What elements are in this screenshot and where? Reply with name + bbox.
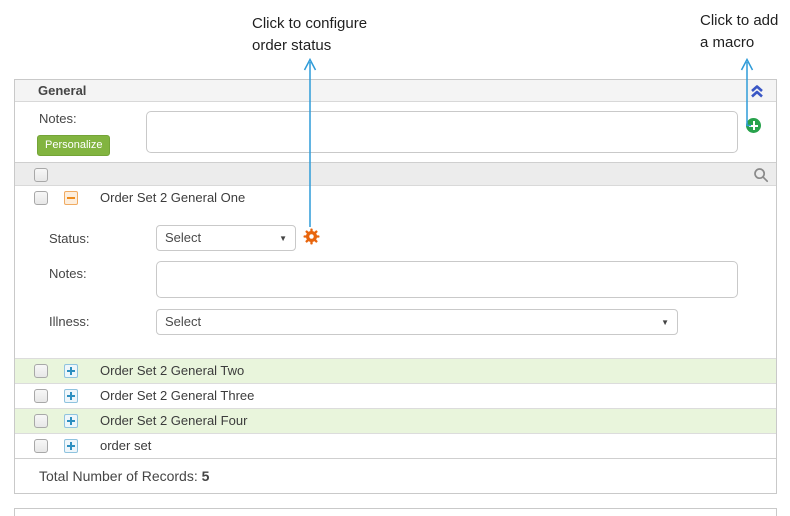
notes-label: Notes:: [39, 111, 77, 126]
personalize-button[interactable]: Personalize: [37, 135, 111, 156]
general-order-set-panel: General Notes: Personalize Order Set 2 G…: [14, 79, 777, 494]
order-set-row-label: Order Set 2 General Four: [100, 413, 248, 428]
order-notes-input[interactable]: [156, 261, 738, 298]
double-chevron-up-icon[interactable]: [749, 84, 765, 98]
blue-plus-square-icon[interactable]: [64, 439, 78, 453]
row-checkbox[interactable]: [34, 364, 48, 378]
annotation-add-macro: Click to add a macro: [700, 10, 778, 54]
order-set-row-label: Order Set 2 General Three: [100, 388, 255, 403]
order-set-expanded-form: Status: Select ▼ Notes: Illness: Select …: [15, 211, 776, 358]
records-summary: Total Number of Records: 5: [15, 458, 776, 493]
records-summary-label: Total Number of Records:: [39, 468, 198, 484]
order-set-row[interactable]: Order Set 2 General Four: [15, 408, 776, 433]
section-header-general[interactable]: General: [15, 80, 776, 102]
order-set-row[interactable]: Order Set 2 General Two: [15, 358, 776, 383]
orange-minus-square-icon[interactable]: [64, 191, 78, 205]
illness-label: Illness:: [49, 314, 90, 329]
green-plus-circle-icon[interactable]: [746, 118, 761, 133]
chevron-down-icon: ▼: [661, 318, 669, 327]
order-set-row-label: Order Set 2 General One: [100, 190, 246, 205]
row-checkbox[interactable]: [34, 389, 48, 403]
annotation-line: Click to configure: [252, 15, 368, 32]
row-checkbox[interactable]: [34, 439, 48, 453]
annotation-line: a macro: [700, 34, 755, 51]
orange-gear-icon[interactable]: [303, 228, 320, 245]
general-notes-section: Notes: Personalize: [15, 102, 776, 162]
order-set-row-label: Order Set 2 General Two: [100, 363, 245, 378]
row-checkbox[interactable]: [34, 191, 48, 205]
order-set-row-label: order set: [100, 438, 152, 453]
row-checkbox[interactable]: [34, 414, 48, 428]
status-select[interactable]: Select ▼: [156, 225, 296, 251]
chevron-down-icon: ▼: [279, 234, 287, 243]
select-all-checkbox[interactable]: [34, 168, 48, 182]
blue-plus-square-icon[interactable]: [64, 414, 78, 428]
next-section-edge: [14, 508, 777, 516]
blue-plus-square-icon[interactable]: [64, 364, 78, 378]
annotation-line: order status: [252, 37, 332, 54]
illness-select-value: Select: [165, 314, 202, 329]
grid-header-row: [15, 162, 776, 186]
status-select-value: Select: [165, 230, 202, 245]
annotation-configure-status: Click to configure order status: [252, 13, 367, 57]
blue-plus-square-icon[interactable]: [64, 389, 78, 403]
order-set-row[interactable]: Order Set 2 General Three: [15, 383, 776, 408]
order-set-row[interactable]: Order Set 2 General One: [15, 186, 776, 211]
section-title: General: [38, 83, 87, 98]
status-label: Status:: [49, 231, 90, 246]
general-notes-input[interactable]: [146, 111, 738, 153]
order-set-row[interactable]: order set: [15, 433, 776, 458]
inner-notes-label: Notes:: [49, 266, 87, 281]
illness-select[interactable]: Select ▼: [156, 309, 678, 335]
search-icon[interactable]: [753, 167, 769, 183]
annotation-line: Click to add: [700, 12, 779, 29]
records-count: 5: [201, 468, 210, 484]
